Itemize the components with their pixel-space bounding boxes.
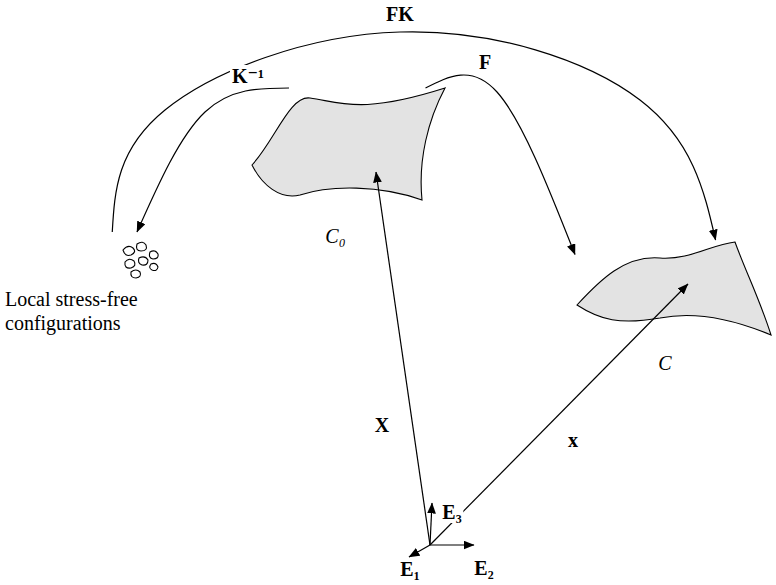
outline-path — [125, 259, 135, 268]
node-label: Local stress-free configurations — [5, 287, 160, 335]
basis-vector — [430, 544, 474, 545]
basis-label: E₁ — [398, 558, 421, 580]
configuration-label: C — [566, 351, 764, 375]
outline-path — [252, 88, 445, 200]
vector-label: x — [566, 429, 580, 451]
reference-configuration-outline — [250, 88, 445, 200]
outline-path — [123, 246, 135, 255]
outline-path — [149, 251, 158, 259]
outline-path — [577, 242, 771, 335]
position-vector-reference — [376, 172, 430, 545]
configuration-label: C₀ — [238, 224, 433, 248]
basis-label: E₂ — [472, 557, 495, 579]
map-label: K⁻¹ — [230, 65, 266, 87]
stress-free-cluster-outline — [5, 232, 170, 287]
outline-path — [150, 263, 158, 270]
map-label: F — [477, 51, 493, 73]
basis-vector — [430, 503, 432, 545]
reference-configuration: C₀ — [250, 88, 445, 200]
outline-path — [138, 257, 148, 265]
mapping-arrow — [112, 32, 715, 240]
current-configuration-outline — [575, 240, 773, 337]
mapping-arrow — [426, 75, 576, 255]
current-configuration: C — [575, 240, 773, 337]
position-vector-current — [430, 284, 688, 545]
basis-vector — [409, 545, 430, 557]
outline-path — [131, 270, 141, 278]
map-label: FK — [384, 3, 416, 25]
stress-free-cluster: Local stress-free configurations — [5, 232, 170, 335]
mapping-arrow — [137, 88, 289, 232]
outline-path — [137, 242, 147, 251]
basis-label: E₃ — [440, 501, 463, 523]
vector-label: X — [373, 414, 391, 436]
